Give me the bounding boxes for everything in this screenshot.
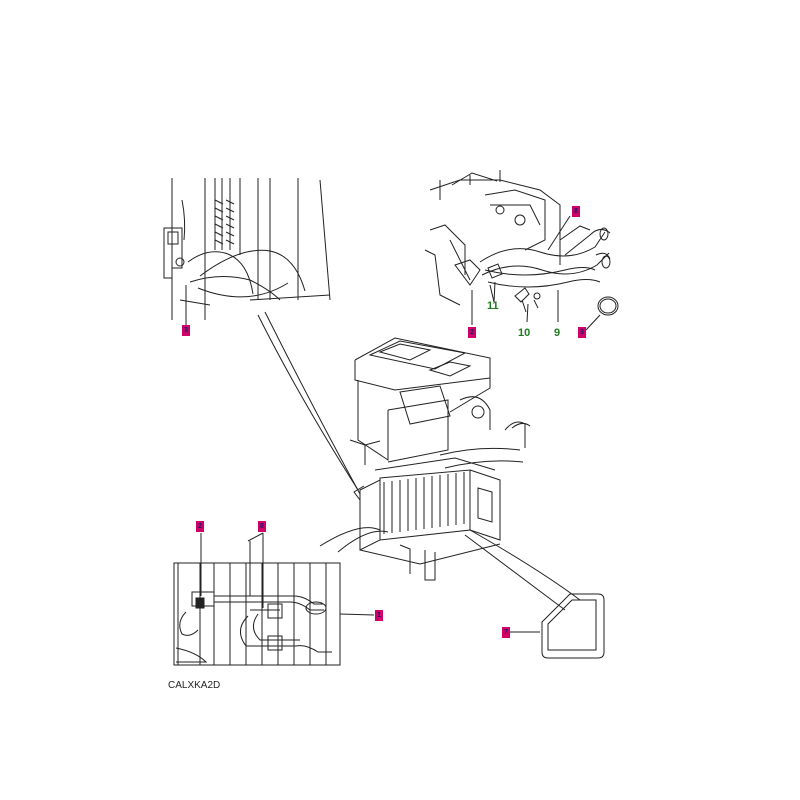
seal-pad (510, 593, 605, 659)
callout-detail-pipes: 8 (258, 521, 266, 532)
callout-engine-bay-clamp: 3 (182, 325, 190, 336)
diagram-reference-code: CALXKA2D (168, 680, 221, 691)
item-number-bracket: 10 (518, 327, 531, 339)
engine-bay-detail (163, 178, 331, 325)
evaporator-detail-box (173, 532, 375, 666)
callout-pipe-assembly: 8 (572, 206, 580, 217)
item-number-clip: 11 (487, 300, 499, 312)
callout-detail-valve: 2 (196, 521, 204, 532)
item-number-pipe: 9 (554, 327, 561, 339)
callout-pipe-block: 2 (468, 327, 476, 338)
callout-evaporator: 1 (375, 610, 383, 621)
callout-o-ring: 3 (578, 327, 586, 338)
pipe-assembly-detail (424, 170, 619, 331)
hvac-housing (349, 337, 531, 581)
callout-seal-pad: 7 (502, 627, 510, 638)
